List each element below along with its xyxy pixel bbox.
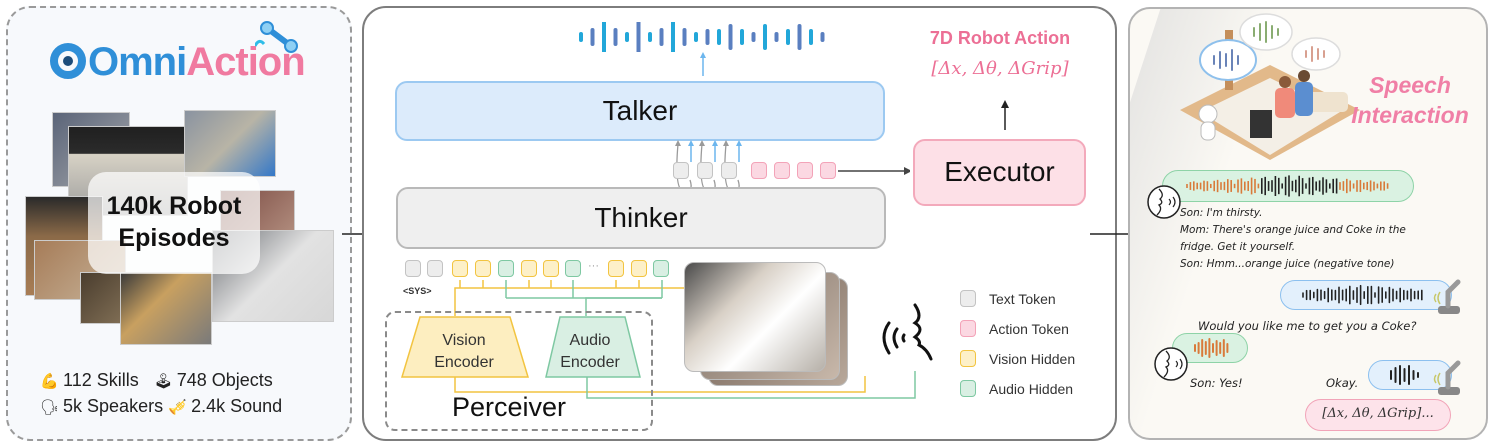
stat-objects: 748 Objects <box>176 370 273 390</box>
audio-hidden-token <box>653 260 669 277</box>
episodes-line-2: Episodes <box>118 224 230 252</box>
action-output-bubble: [Δx, Δθ, ΔGrip]... <box>1305 399 1451 431</box>
audio-hidden-token <box>498 260 514 277</box>
executor-module: Executor <box>913 139 1086 206</box>
son-speech-bubble <box>1172 333 1248 363</box>
speaker-person-icon: 🗣 <box>40 399 60 416</box>
arrow-executor-to-action <box>1001 100 1009 130</box>
action-token <box>797 162 813 179</box>
robot-reply-waveform <box>1390 365 1419 385</box>
flexed-biceps-icon: 💪 <box>40 373 59 390</box>
episode-image <box>184 110 276 177</box>
token-legend: Text Token Action Token Vision Hidden Au… <box>960 290 1075 410</box>
logo-text-omni: Omni <box>88 40 187 84</box>
robot-speech-bubble <box>1280 280 1452 310</box>
action-token <box>774 162 790 179</box>
vision-encoder-label-1: Vision <box>442 332 486 349</box>
robot-arm-icon <box>1433 360 1461 395</box>
family-dialog: Son: I'm thirsty. Mom: There's orange ju… <box>1180 205 1406 273</box>
text-token <box>721 162 737 179</box>
token-ellipsis: ··· <box>588 260 599 272</box>
speech-interaction-title: Speech Interaction <box>1335 70 1485 130</box>
family-speech-bubble <box>1162 170 1414 202</box>
son-waveform <box>1194 338 1229 358</box>
episodes-line-1: 140k Robot <box>106 192 242 220</box>
legend-text-token: Text Token <box>960 290 1075 320</box>
perceiver-group <box>385 311 653 431</box>
robot-reply-bubble <box>1368 360 1452 390</box>
legend-vision-hidden: Vision Hidden <box>960 350 1075 380</box>
dialog-line: fridge. Get it yourself. <box>1180 241 1296 253</box>
speech-title-line-1: Speech <box>1369 72 1451 98</box>
living-room-illustration <box>1180 13 1360 160</box>
dialog-line: Son: Hmm...orange juice (negative tone) <box>1180 258 1395 270</box>
text-token <box>427 260 443 277</box>
legend-action-token: Action Token <box>960 320 1075 350</box>
audio-encoder: Audio Encoder <box>550 330 630 374</box>
audio-encoder-label-1: Audio <box>569 332 611 349</box>
speaking-head-icon <box>882 303 933 361</box>
arrow-talker-to-waveform <box>700 52 706 76</box>
robot-waveform <box>1302 284 1423 306</box>
speech-title-line-2: Interaction <box>1351 102 1469 128</box>
episodes-count-label: 140k Robot Episodes <box>88 172 260 274</box>
vision-hidden-token <box>521 260 537 277</box>
dialog-line: Son: I'm thirsty. <box>1180 207 1263 219</box>
robot-arm-icon <box>1433 279 1461 314</box>
dialog-line: Mom: There's orange juice and Coke in th… <box>1180 224 1406 236</box>
stat-speakers: 5k Speakers <box>63 396 164 416</box>
dataset-stats: 💪 112 Skills 🕹 748 Objects 🗣 5k Speakers… <box>40 368 282 420</box>
text-token <box>405 260 421 277</box>
audio-encoder-label-2: Encoder <box>560 354 620 371</box>
action-token <box>751 162 767 179</box>
vision-hidden-token <box>452 260 468 277</box>
speaking-face-icon <box>1154 347 1188 381</box>
family-waveform <box>1186 175 1389 197</box>
encoder-shapes <box>400 316 641 378</box>
stat-sound: 2.4k Sound <box>191 396 283 416</box>
legend-audio-hidden: Audio Hidden <box>960 380 1075 410</box>
vision-encoder: Vision Encoder <box>405 330 523 374</box>
speaking-face-icon <box>1147 185 1181 219</box>
action-token <box>820 162 836 179</box>
vision-hidden-token <box>475 260 491 277</box>
vision-hidden-token <box>543 260 559 277</box>
audio-hidden-token <box>565 260 581 277</box>
speech-waveform-output <box>579 22 825 52</box>
robot-action-title: 7D Robot Action <box>929 28 1071 48</box>
camera-frame-kitchen <box>684 262 826 372</box>
robot-reply: Okay. <box>1326 376 1359 390</box>
episode-image <box>120 272 212 345</box>
vision-hidden-token <box>631 260 647 277</box>
thinker-module: Thinker <box>396 187 886 249</box>
robot-arm-logo-icon <box>255 21 298 53</box>
vision-hidden-token <box>608 260 624 277</box>
trumpet-icon: 🎺 <box>168 399 187 416</box>
robot-question: Would you like me to get you a Coke? <box>1198 319 1417 333</box>
son-answer: Son: Yes! <box>1190 376 1243 390</box>
robot-action-formula: [Δx, Δθ, ΔGrip] <box>931 58 1069 79</box>
talker-module: Talker <box>395 81 885 141</box>
sys-token-label: <SYS> <box>403 286 432 296</box>
joystick-icon: 🕹 <box>153 373 173 390</box>
eye-icon <box>50 43 86 79</box>
vision-encoder-label-2: Encoder <box>434 354 494 371</box>
perceiver-label: Perceiver <box>452 392 567 422</box>
text-token <box>673 162 689 179</box>
stat-skills: 112 Skills <box>63 370 139 390</box>
text-token <box>697 162 713 179</box>
